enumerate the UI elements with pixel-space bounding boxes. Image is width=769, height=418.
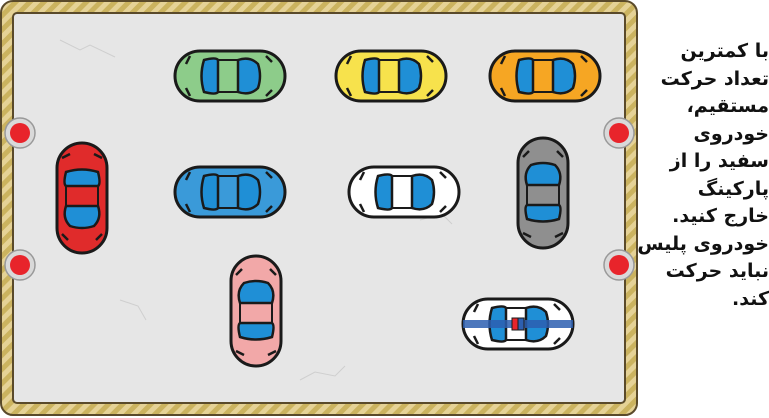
blue-car[interactable] xyxy=(175,167,285,217)
instruction-line: خودروی xyxy=(646,121,769,149)
siren-blue xyxy=(518,318,524,330)
instruction-line: با کمترین xyxy=(646,38,769,66)
white-car[interactable] xyxy=(349,167,459,217)
yellow-car[interactable] xyxy=(336,51,446,101)
exit-light-left-bottom xyxy=(5,250,35,280)
instruction-line: پارکینگ xyxy=(646,176,769,204)
orange-car[interactable] xyxy=(490,51,600,101)
instruction-line: تعداد حرکت xyxy=(646,66,769,94)
exit-light-right-top xyxy=(604,118,634,148)
instruction-line: خودروی پلیس xyxy=(646,231,769,259)
instruction-line: کند. xyxy=(646,286,769,314)
police-car xyxy=(463,299,573,349)
instruction-line: خارج کنید. xyxy=(646,203,769,231)
pink-car[interactable] xyxy=(231,256,281,366)
red-car[interactable] xyxy=(57,143,107,253)
instruction-line: سفید را از xyxy=(646,148,769,176)
instruction-text: با کمترین تعداد حرکت مستقیم، خودروی سفید… xyxy=(646,38,769,313)
exit-light-left-top xyxy=(5,118,35,148)
green-car[interactable] xyxy=(175,51,285,101)
parking-lot-board xyxy=(0,0,640,418)
siren-red xyxy=(512,318,518,330)
instruction-line: نباید حرکت xyxy=(646,258,769,286)
exit-light-right-bottom xyxy=(604,250,634,280)
gray-car[interactable] xyxy=(518,138,568,248)
instruction-line: مستقیم، xyxy=(646,93,769,121)
